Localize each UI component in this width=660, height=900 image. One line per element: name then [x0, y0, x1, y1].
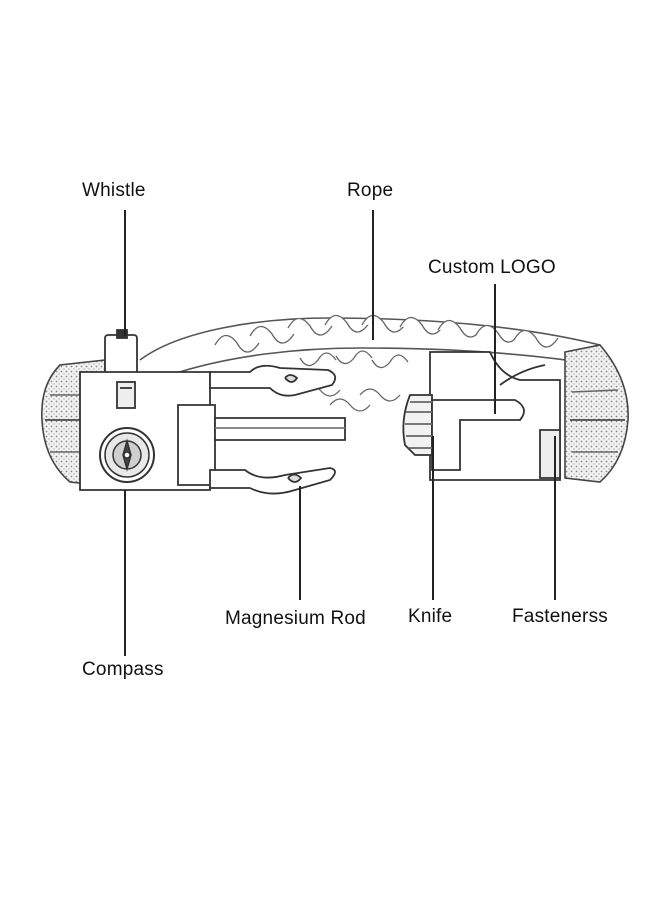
label-fasteners: Fastenerss: [512, 606, 608, 627]
fasteners-leader-line: [554, 436, 556, 600]
knife-leader-line: [432, 436, 434, 600]
rope-end-right: [564, 344, 629, 483]
knife-icon: [402, 351, 561, 481]
rope-icon: [139, 314, 601, 412]
custom-logo-leader-line: [494, 284, 496, 414]
label-custom-logo: Custom LOGO: [428, 257, 556, 278]
compass-leader-line: [124, 490, 126, 656]
magnesium-rod-icon: [177, 364, 346, 495]
label-knife: Knife: [408, 606, 453, 627]
whistle-leader-line: [124, 210, 126, 336]
label-rope: Rope: [347, 180, 394, 201]
rope-leader-line: [372, 210, 374, 340]
label-magnesium-rod: Magnesium Rod: [225, 608, 366, 629]
label-whistle: Whistle: [82, 180, 146, 201]
label-compass: Compass: [82, 659, 164, 680]
compass-icon: [99, 427, 155, 483]
magnesium-rod-leader-line: [299, 486, 301, 600]
